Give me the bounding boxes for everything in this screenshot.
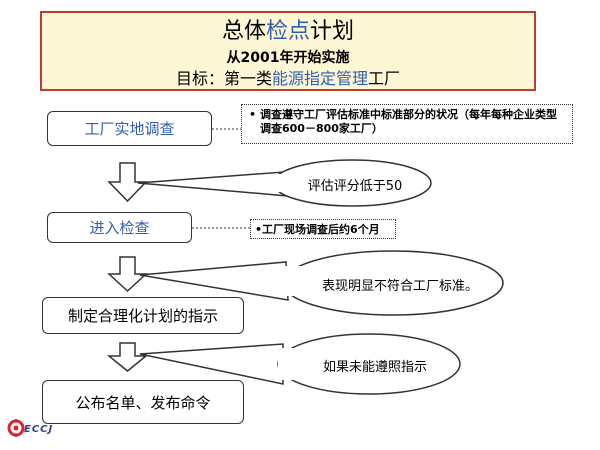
page-title: 总体检点计划 [42,19,534,45]
step-label: 进入检查 [89,219,150,237]
step-box-rationalization-plan: 制定合理化计划的指示 [42,297,244,334]
bubble-2-text: 表现明显不符合工厂标准。 [321,279,478,294]
note-bullet: • [255,223,263,236]
bubble-3 [139,333,461,395]
step-label: 工厂实地调查 [84,120,175,138]
bubble-1 [137,159,432,207]
title-suffix: 计划 [310,19,355,44]
title-prefix: 总体 [221,19,266,44]
down-arrow-3 [106,342,149,372]
goal-prefix: 目标：第一类 [175,69,272,88]
note-entry-inspection: •工厂现场调查后约6个月 [250,219,396,239]
bubble-1-text: 评估评分低于50 [307,179,403,194]
note-text: 工厂现场调查后约6个月 [262,223,380,236]
title-highlight: 检点 [265,19,310,44]
step-box-site-survey: 工厂实地调查 [47,111,212,146]
note-bullet: • [249,108,257,121]
step-box-publish-order: 公布名单、发布命令 [42,380,244,424]
down-arrow-2 [107,256,148,293]
page-goal: 目标：第一类能源指定管理工厂 [42,69,534,89]
goal-suffix: 工厂 [368,69,401,88]
eccj-logo-text: ECCJ [24,424,54,435]
step-box-entry-inspection: 进入检查 [47,212,192,243]
eccj-logo-icon [7,419,25,437]
step-label: 制定合理化计划的指示 [67,307,218,325]
page-subtitle: 从2001年开始实施 [226,50,350,66]
bubble-3-text: 如果未能遵照指示 [322,360,427,375]
goal-highlight: 能源指定管理 [271,69,368,88]
note-text: 调查遵守工厂评估标准中标准部分的状况（每年每种企业类型调查600－800家工厂） [260,108,557,135]
bubble-2 [139,250,504,316]
title-box: 总体检点计划 从2001年开始实施 目标：第一类能源指定管理工厂 [40,11,536,91]
down-arrow-1 [107,162,148,203]
note-site-survey: • 调查遵守工厂评估标准中标准部分的状况（每年每种企业类型调查600－800家工… [241,104,573,144]
step-label: 公布名单、发布命令 [75,393,211,412]
